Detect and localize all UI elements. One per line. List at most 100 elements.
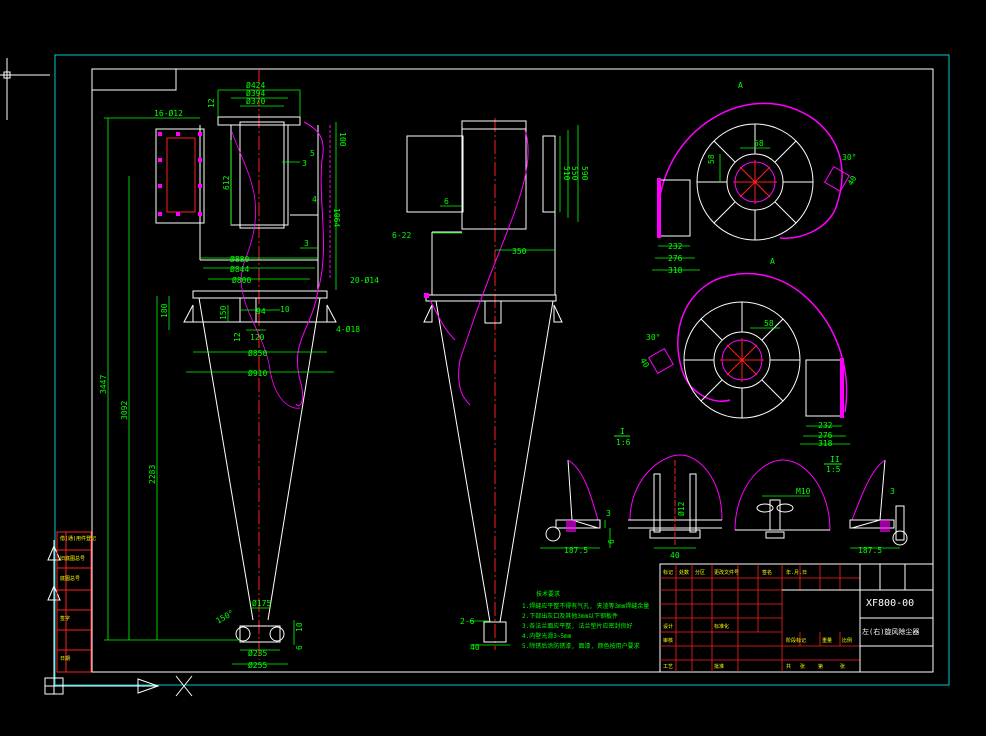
dim-text: 58: [764, 319, 774, 328]
left-table-cell: 借(通)用件登记: [60, 535, 96, 542]
dim-text: 3: [606, 509, 611, 518]
title-cell: 标准化: [714, 623, 729, 630]
dim-text: 350: [512, 247, 527, 256]
title-cell: 设计: [663, 623, 673, 630]
dim-text: 187.5: [564, 546, 588, 555]
left-table-cell: 底图总号: [60, 575, 80, 582]
section-label: II: [830, 455, 840, 464]
dim-text: 10: [295, 622, 304, 632]
main-front-view: Ø424 Ø394 Ø370 16-Ø12 12 100 612 1064 3 …: [99, 70, 379, 670]
dim-text: Ø844: [230, 264, 249, 274]
dim-text: 40: [670, 551, 680, 560]
dim-text: 100: [338, 132, 347, 147]
title-cell: 更改文件号: [714, 569, 739, 576]
note-line: 1.焊缝应平整不得有气孔, 夹渣等3mm焊缝余量: [522, 602, 649, 610]
dim-text: Ø370: [246, 96, 265, 106]
dim-text: Ø175: [252, 598, 271, 608]
dim-text: Ø910: [248, 368, 267, 378]
dim-text: 318: [818, 439, 833, 448]
dim-text: 120: [250, 333, 265, 342]
dim-text: 187.5: [858, 546, 882, 555]
dim-text: 232: [818, 421, 833, 430]
dim-text: 58: [754, 139, 764, 148]
dim-text: 30°: [646, 333, 660, 342]
title-cell: 批准: [714, 663, 724, 670]
title-cell: 张: [800, 663, 805, 670]
dim-text: 12: [233, 332, 242, 342]
dim-text: 150: [219, 305, 228, 320]
dim-text: 2283: [148, 465, 157, 484]
technical-notes: 技术要求 1.焊缝应平整不得有气孔, 夹渣等3mm焊缝余量 2.下部出灰口及其他…: [522, 590, 649, 650]
dim-text: Ø850: [248, 348, 267, 358]
dim-text: Ø394: [246, 88, 265, 98]
sheet-inner-border: [91, 68, 934, 673]
note-line: 4.内壁光滑3~5mm: [522, 632, 572, 640]
note-line: 5.除锈后涂防锈漆, 面漆, 颜色按用户要求: [522, 642, 640, 650]
title-cell: 处数: [679, 569, 689, 576]
dim-text: 318: [668, 266, 683, 275]
dim-text: 3447: [99, 375, 108, 394]
dim-text: 3092: [120, 401, 129, 420]
title-cell: 重量: [822, 637, 832, 644]
dim-text: 40: [638, 357, 651, 370]
dim-text: 30°: [842, 153, 856, 162]
dim-text: 40: [470, 643, 480, 652]
dim-text: Ø255: [248, 660, 267, 670]
dim-text: 40: [846, 174, 859, 187]
title-cell: 共: [786, 663, 791, 670]
dim-text: 150°: [215, 608, 236, 625]
title-cell: 标记: [663, 569, 673, 576]
drawing-number: XF800-00: [866, 598, 914, 609]
holes-label: 4-Ø18: [336, 324, 360, 334]
left-table-cell: 日期: [60, 656, 70, 662]
dim-text: 58: [707, 154, 716, 164]
dim-text: 550: [570, 166, 579, 181]
title-cell: 第: [818, 663, 823, 670]
note-line: 3.各法兰面应平整, 法兰垫片应密封良好: [522, 622, 632, 630]
note-line: 2.下部出灰口及其他3mm以下钢板件: [522, 612, 618, 620]
crosshair-cursor-icon: [0, 58, 50, 120]
dim-text: Ø235: [248, 648, 267, 658]
dim-text: 12: [207, 98, 216, 108]
title-cell: 比例: [842, 637, 852, 644]
dim-text: Ø12: [676, 501, 686, 516]
sheet-corner-tab: [92, 69, 177, 91]
title-cell: 工艺: [663, 664, 673, 670]
detail-views: I 1:6 II 1:5 3 187.5 6 Ø12 40: [540, 427, 908, 560]
dim-text: 5: [310, 149, 315, 158]
dim-text: 2-6: [460, 617, 475, 626]
title-cell: 阶段标记: [786, 637, 806, 644]
dim-text: 276: [818, 431, 833, 440]
left-table-cell: 签字: [60, 615, 70, 622]
dim-text: 232: [668, 242, 683, 251]
dim-text: Ø800: [232, 275, 251, 285]
dim-text: 1064: [332, 208, 341, 227]
drawing-title: 左(右)旋风除尘器: [862, 627, 919, 636]
view-label: A: [770, 257, 775, 266]
dim-text: 6-22: [392, 231, 411, 240]
dim-text: 180: [160, 303, 169, 318]
title-cell: 年.月.日: [786, 569, 807, 576]
top-view-1: A 58 58 30° 40 232 276 318: [652, 81, 859, 275]
section-scale: 1:6: [616, 438, 631, 447]
dim-text: 3: [302, 159, 307, 168]
title-cell: 分区: [695, 569, 705, 576]
dim-text: 6: [444, 197, 449, 206]
side-view: 510 550 590 6 6-22 350 2-6 40: [392, 118, 589, 652]
top-view-2: A 58 30° 40 232 276 318: [638, 257, 850, 448]
left-table-cell: 旧底图总号: [60, 555, 85, 562]
sheet-outer-border: [54, 54, 950, 686]
dim-text: M10: [796, 487, 811, 496]
notes-heading: 技术要求: [536, 590, 560, 598]
dim-text: 590: [580, 166, 589, 181]
view-label: A: [738, 81, 743, 90]
dim-text: Ø880: [230, 254, 249, 264]
dim-text: 276: [668, 254, 683, 263]
dim-text: 3: [304, 239, 309, 248]
title-block: XF800-00 左(右)旋风除尘器 标记 处数 分区 更改文件号 签名 年.月…: [659, 563, 934, 673]
dim-text: 510: [562, 166, 571, 181]
dim-text: Ø424: [246, 80, 265, 90]
title-cell: 张: [840, 663, 845, 670]
dim-text: 612: [222, 175, 231, 190]
